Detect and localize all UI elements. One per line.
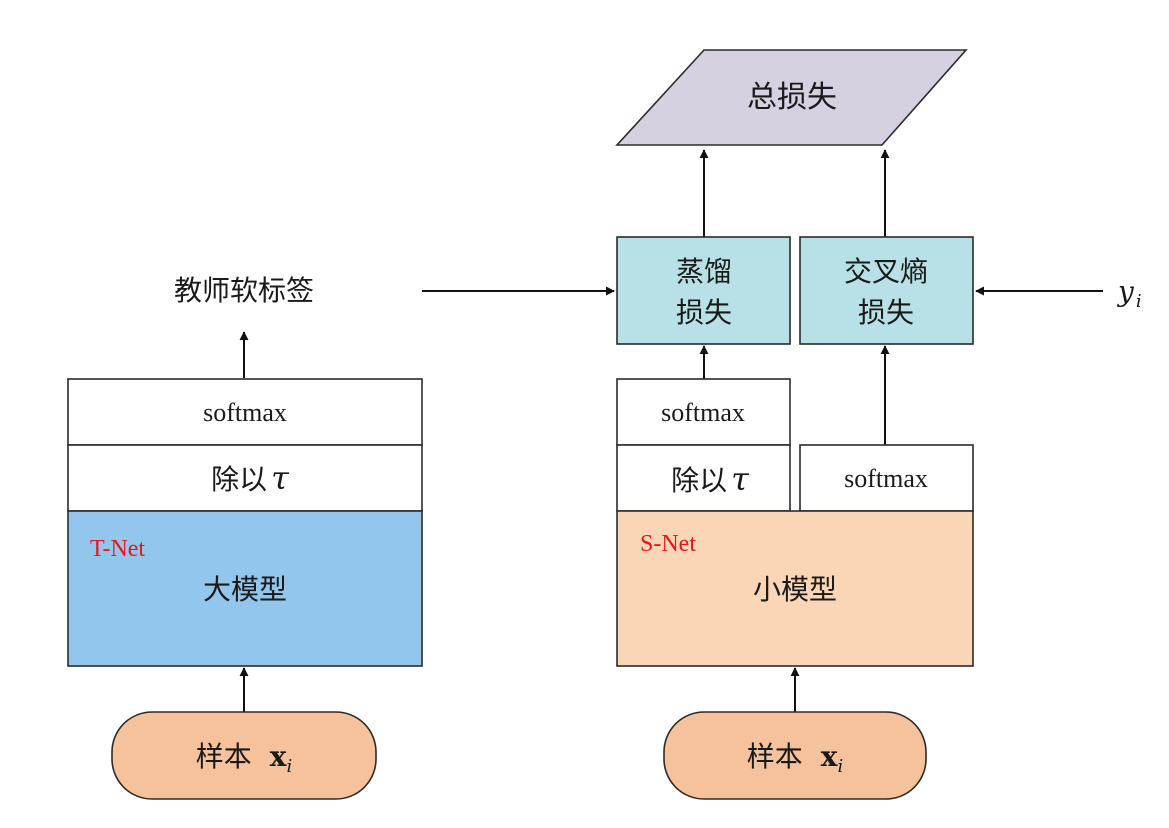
- student-sample-box: [663, 711, 927, 800]
- teacher-net-label: T-Net: [90, 536, 145, 562]
- student-softmax-right-box: [799, 444, 974, 512]
- teacher-sample-box: [111, 711, 377, 800]
- ce-loss-line2: 损失: [858, 296, 914, 329]
- student-divide-box: [616, 444, 791, 512]
- student-softmax-left-box: [616, 378, 791, 446]
- student-softmax-right-label: softmax: [844, 464, 928, 493]
- total-loss-label: 总损失: [747, 80, 837, 115]
- teacher-softmax-label: softmax: [203, 398, 287, 427]
- student-model-box: [616, 510, 974, 667]
- distill-loss-line2: 损失: [676, 296, 732, 329]
- student-model-label: 小模型: [753, 573, 837, 606]
- teacher-soft-labels: 教师软标签: [174, 274, 314, 307]
- student-softmax-left-label: softmax: [661, 398, 745, 427]
- student-net-label: S-Net: [640, 531, 696, 557]
- ce-loss-box: [799, 236, 974, 345]
- distill-loss-line1: 蒸馏: [676, 255, 732, 288]
- teacher-model-label: 大模型: [203, 573, 287, 606]
- teacher-model-box: [67, 510, 423, 667]
- total-loss-box: [615, 49, 968, 146]
- distill-loss-box: [616, 236, 791, 345]
- teacher-divide-box: [67, 444, 423, 512]
- ce-loss-line1: 交叉熵: [844, 255, 928, 288]
